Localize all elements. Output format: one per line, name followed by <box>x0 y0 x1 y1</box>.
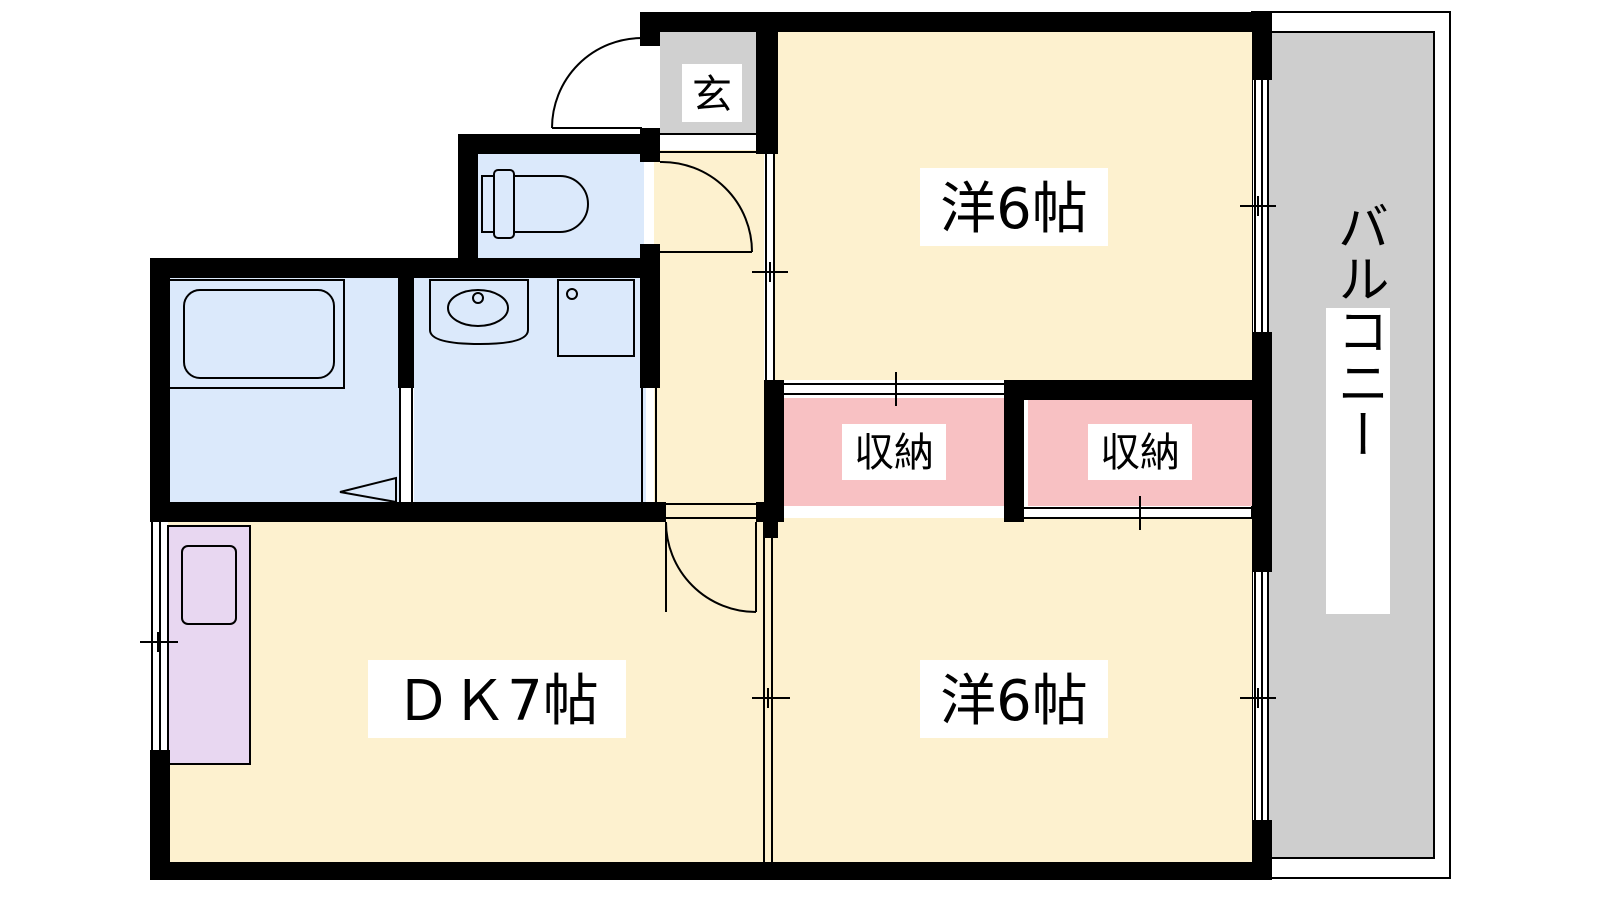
room-label-dk: ＤＫ7帖 <box>395 669 599 734</box>
door-swings <box>339 37 757 613</box>
room-label-storage-right: 収納 <box>1100 430 1180 476</box>
washroom <box>414 276 646 502</box>
room-label-western-bottom: 洋6帖 <box>940 669 1088 734</box>
balcony <box>1251 11 1451 879</box>
toilet-icon <box>481 169 589 239</box>
walls <box>150 12 1272 880</box>
washing-machine-icon <box>557 279 635 357</box>
hallway <box>654 150 764 518</box>
toilet-room <box>478 152 644 258</box>
room-label-entrance: 玄 <box>692 72 732 118</box>
sink-icon <box>181 545 237 625</box>
room-label-storage-left: 収納 <box>854 430 934 476</box>
bathtub-icon <box>167 279 345 389</box>
room-label-balcony: バルコニー <box>1328 200 1388 460</box>
kitchen-counter <box>167 525 251 765</box>
windows <box>140 80 1276 862</box>
washbasin-icon <box>429 279 529 346</box>
room-label-western-top: 洋6帖 <box>940 177 1088 242</box>
